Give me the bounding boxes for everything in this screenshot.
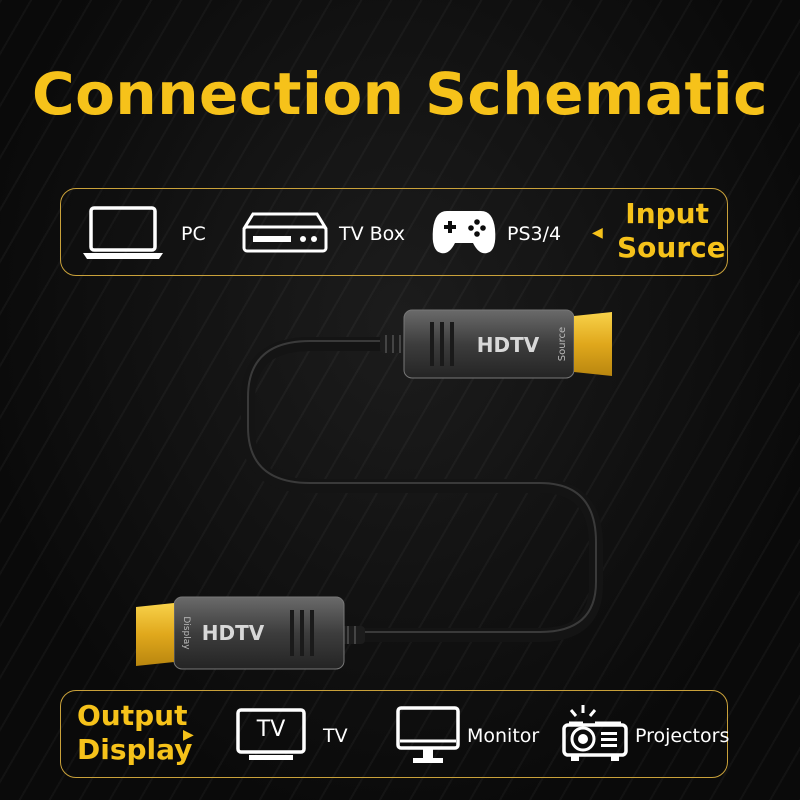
tv-box-icon — [242, 212, 328, 253]
input-label-line1: Input — [625, 197, 709, 230]
tv-icon-text: TV — [256, 717, 286, 742]
gamepad-icon — [432, 211, 496, 254]
device-label-pc: PC — [181, 223, 206, 245]
device-label-projectors: Projectors — [635, 725, 730, 747]
device-label-tv-box: TV Box — [339, 223, 405, 245]
display-brand: HDTV — [202, 621, 265, 645]
input-source-panel: PC TV Box PS3/4 ◀ Input Source — [60, 188, 728, 276]
input-label-line2: Source — [617, 231, 726, 264]
projector-icon — [562, 705, 628, 761]
source-side-label: Source — [557, 327, 568, 361]
left-arrow-icon: ◀ — [592, 225, 603, 241]
output-display-label: Output Display — [77, 699, 192, 767]
device-label-monitor: Monitor — [467, 725, 540, 747]
device-label-tv: TV — [323, 725, 348, 747]
cable — [241, 337, 603, 642]
monitor-icon — [396, 706, 460, 763]
page-title: Connection Schematic — [32, 60, 768, 128]
source-connector: HDTV Source — [403, 309, 612, 379]
output-label-line1: Output — [77, 699, 188, 732]
source-brand: HDTV — [477, 333, 540, 357]
tv-icon: TV — [235, 707, 307, 763]
device-label-ps: PS3/4 — [507, 223, 562, 245]
top-strain-relief — [380, 335, 410, 353]
display-connector: HDTV Display — [136, 596, 345, 670]
laptop-icon — [83, 206, 163, 259]
right-arrow-icon: ▶ — [183, 727, 194, 743]
output-display-panel: Output Display ▶ TV TV Monitor — [60, 690, 730, 778]
output-label-line2: Display — [77, 733, 193, 766]
input-source-label: Input Source — [617, 197, 726, 265]
display-side-label: Display — [181, 616, 191, 650]
